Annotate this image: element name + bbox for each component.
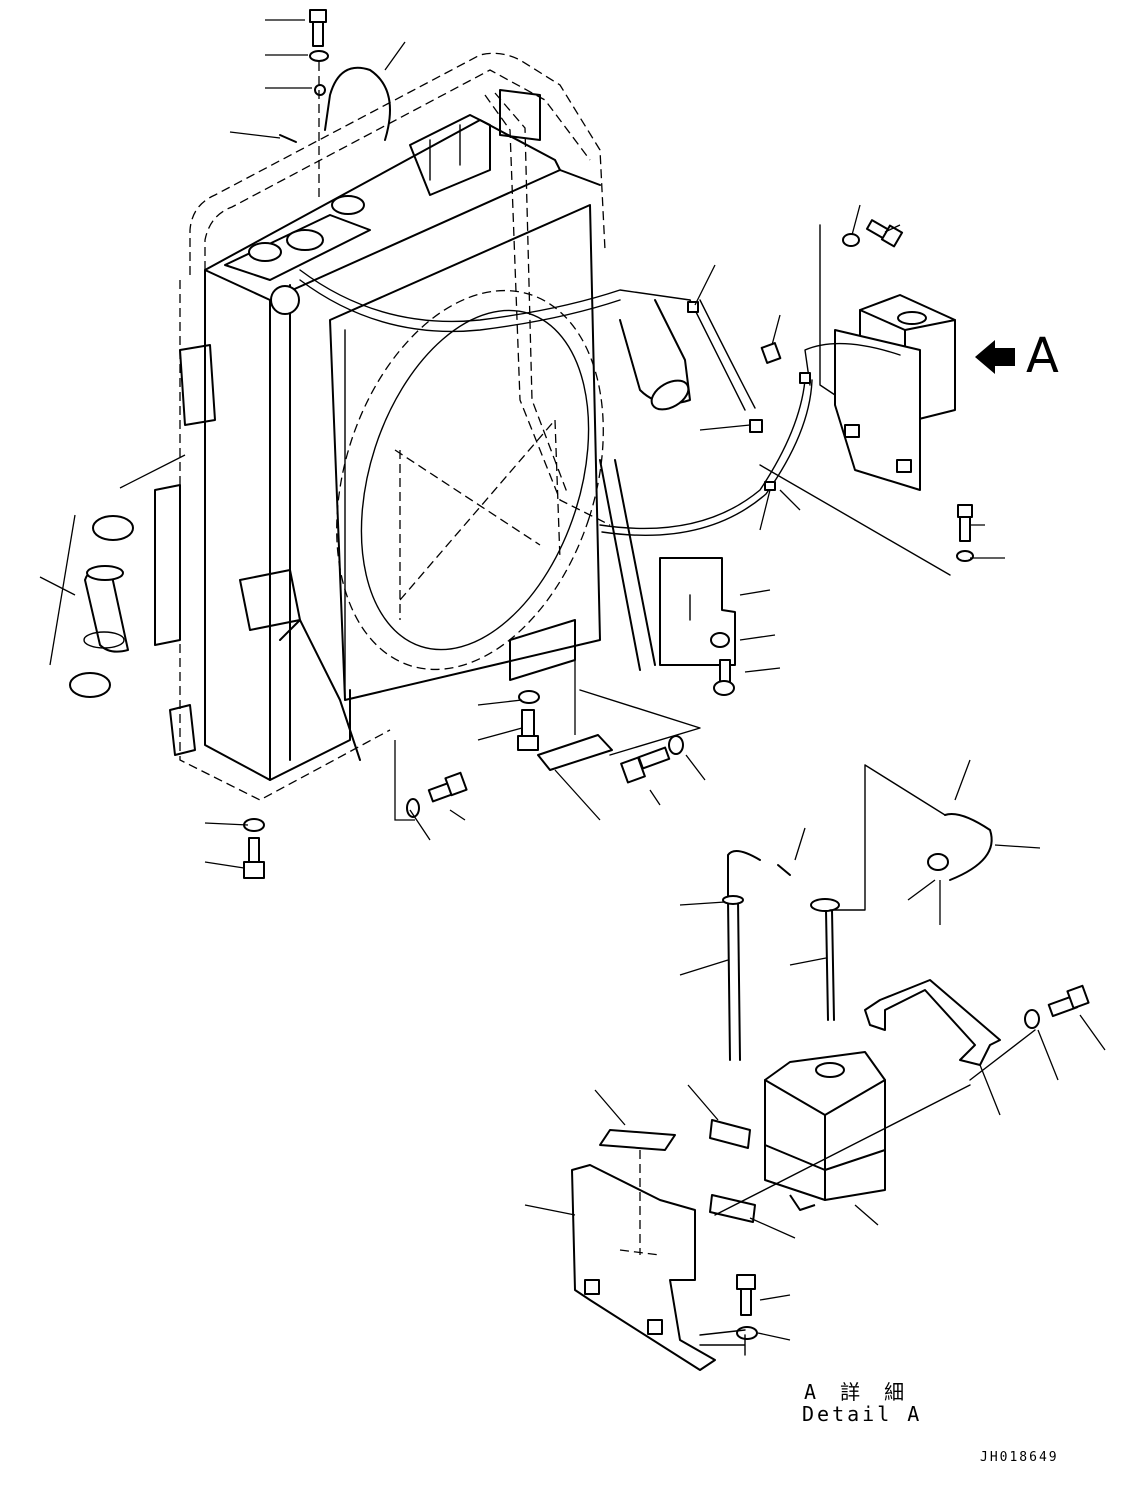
view-arrow-icon xyxy=(975,340,1015,374)
view-marker-label: A xyxy=(1026,328,1059,384)
radiator-frame-assembly xyxy=(154,52,813,801)
cover-and-fasteners xyxy=(204,557,781,879)
wire-clip-icon xyxy=(279,134,297,143)
hose-and-clamps xyxy=(39,454,186,698)
bolt-shank-icon xyxy=(312,21,324,47)
drawing-number: JH018649 xyxy=(980,1450,1059,1465)
spring-clip-icon xyxy=(777,864,791,876)
bolt-head-icon xyxy=(309,9,327,23)
reserve-tank-assembly xyxy=(687,204,1015,576)
overflow-hose xyxy=(324,66,391,141)
detail-caption-english: Detail A xyxy=(802,1402,923,1426)
detail-a-drawing xyxy=(524,759,1106,1371)
top-fasteners xyxy=(229,9,406,200)
hose-clip-icon xyxy=(314,84,326,96)
detail-caption-japanese: A 詳 細 xyxy=(804,1380,911,1404)
washer-icon xyxy=(309,50,329,62)
